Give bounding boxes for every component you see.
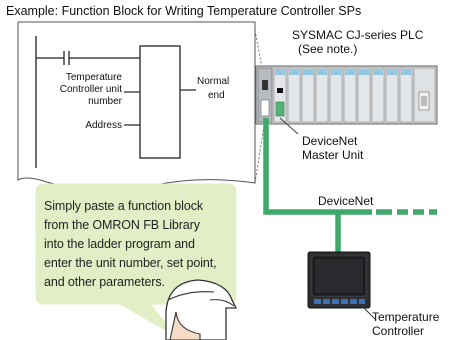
bubble-text: Simply paste a function block from the O… bbox=[44, 199, 217, 289]
master-unit-pointer bbox=[279, 117, 299, 135]
controller-label-1: Temperature bbox=[372, 310, 440, 324]
master-unit-led bbox=[277, 88, 283, 93]
plc-note-label: (See note.) bbox=[298, 42, 358, 56]
plc-name-label: SYSMAC CJ-series PLC bbox=[292, 28, 424, 42]
fb-input-address-label: Address bbox=[85, 120, 122, 131]
fb-output-label-normal: Normal bbox=[197, 76, 230, 87]
engineer-character bbox=[165, 279, 238, 340]
zoom-line-top bbox=[254, 29, 263, 69]
master-unit-connector bbox=[275, 101, 285, 117]
controller-label-2: Controller bbox=[372, 324, 425, 338]
fb-input-unit-label: Temperature Controller unit number bbox=[59, 72, 122, 107]
master-unit-label-2: Master Unit bbox=[302, 148, 364, 162]
master-unit-label-1: DeviceNet bbox=[302, 134, 358, 148]
plc-slots bbox=[273, 67, 436, 123]
controller-pointer bbox=[359, 303, 377, 321]
function-block-box bbox=[139, 45, 181, 159]
controller-buttons bbox=[314, 299, 365, 304]
devicenet-label: DeviceNet bbox=[318, 194, 374, 208]
plc-slot-labels bbox=[275, 69, 411, 75]
diagram-title: Example: Function Block for Writing Temp… bbox=[6, 4, 362, 18]
fb-output-label-end: end bbox=[208, 90, 225, 101]
